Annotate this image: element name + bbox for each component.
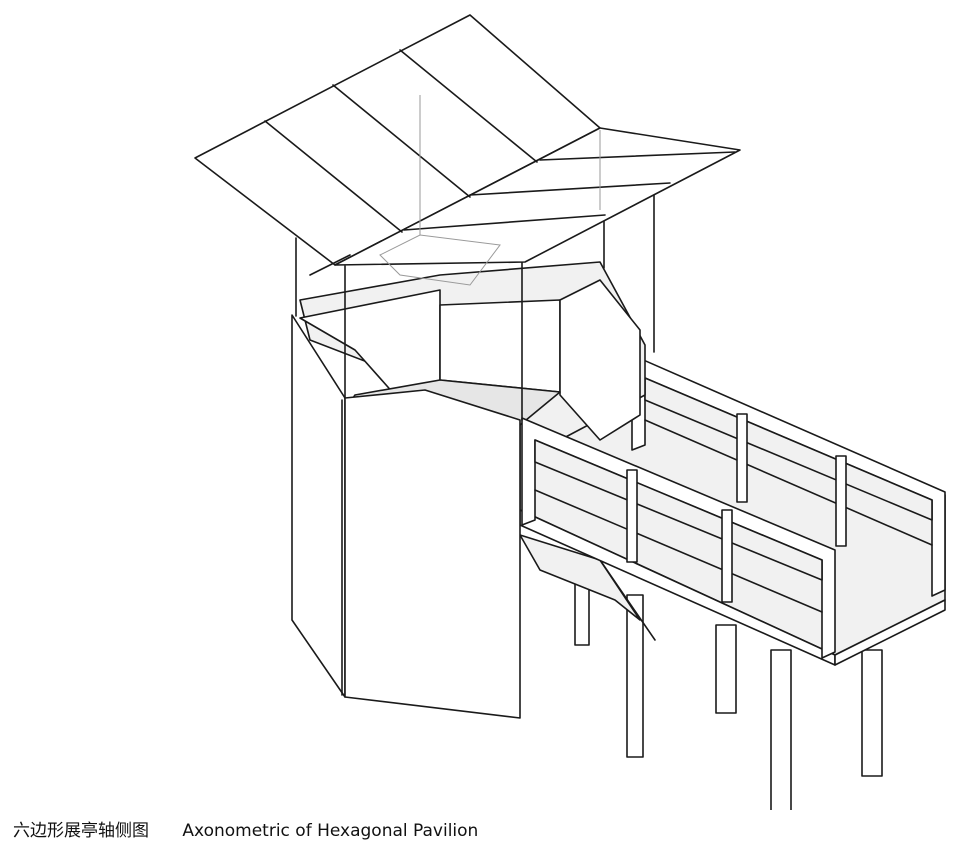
pavilion-body <box>291 261 646 719</box>
roof-rib-6 <box>539 151 736 161</box>
ramp-brace <box>599 559 656 641</box>
caption-chinese: 六边形展亭轴侧图 <box>13 821 149 841</box>
interior-bench-center <box>439 299 561 393</box>
back-railing <box>631 354 946 597</box>
roof-rib-2 <box>332 84 471 198</box>
interior-bench-right <box>559 279 641 441</box>
ramp-deck-end <box>834 599 946 666</box>
column-2 <box>626 594 644 758</box>
column-3 <box>715 624 737 714</box>
roof-panel-right <box>334 127 741 266</box>
outer-wall-front <box>344 389 521 719</box>
roof-rib-5 <box>469 182 671 196</box>
front-railing-post-1 <box>626 469 638 563</box>
roof-skylight <box>379 234 501 286</box>
gutter-left <box>309 254 351 276</box>
back-railing-post-2 <box>835 455 847 547</box>
back-railing-mid <box>644 419 933 546</box>
roof-rib-1 <box>264 120 403 233</box>
outer-wall-left <box>291 314 346 698</box>
pavilion-axonometric-drawing <box>194 14 946 810</box>
front-railing <box>521 417 836 659</box>
column-5 <box>861 649 883 777</box>
ramp-underside-face <box>519 534 641 621</box>
roof <box>194 14 741 286</box>
ramp-underside <box>519 534 656 641</box>
front-railing-post-2 <box>721 509 733 603</box>
figure-caption: 六边形展亭轴侧图 Axonometric of Hexagonal Pavili… <box>13 816 478 841</box>
roof-columns <box>295 191 655 421</box>
ramp-columns <box>574 559 883 810</box>
roof-rib-4 <box>403 214 606 231</box>
front-railing-mid <box>534 489 823 613</box>
roof-rib-3 <box>399 49 538 163</box>
back-railing-post-1 <box>736 413 748 503</box>
column-4 <box>770 649 792 810</box>
caption-english: Axonometric of Hexagonal Pavilion <box>182 821 479 841</box>
